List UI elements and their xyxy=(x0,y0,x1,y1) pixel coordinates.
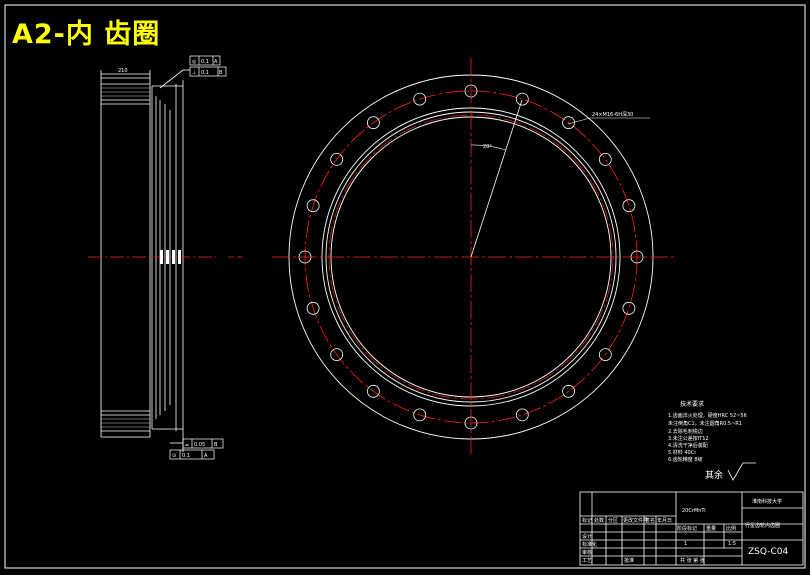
drawing-border xyxy=(4,4,806,569)
note-line-2: 2.去除毛刺锐边 xyxy=(668,428,703,435)
tb-header-2: 分区 xyxy=(608,517,618,524)
angle-arc xyxy=(470,144,507,151)
angle-label: 20° xyxy=(483,144,492,150)
bolt-hole xyxy=(306,301,320,315)
drawing-title: A2-内 齿圈 xyxy=(12,19,161,50)
tb-weight-label: 重量 xyxy=(706,525,716,532)
bolt-hole xyxy=(306,199,320,213)
tb-standard: 标准化 xyxy=(582,541,597,548)
side-dim-marks xyxy=(160,250,181,264)
note-line-0: 1.齿面淬火处理，硬度HRC 52~56 xyxy=(668,412,747,419)
gdt-bottom-value: 0.05 xyxy=(194,442,205,448)
bolt-hole xyxy=(330,152,344,166)
gdt-top-value: 0.1 xyxy=(201,59,209,65)
tb-header-1: 处数 xyxy=(594,517,604,524)
tb-company: 淮南科技大学 xyxy=(752,498,782,505)
gdt-top-symbol: ◎ xyxy=(192,59,197,65)
bolt-hole xyxy=(413,408,427,422)
gdt-frame-top xyxy=(189,55,227,77)
tb-drawing-no: ZSQ-C04 xyxy=(748,547,788,557)
tb-material: 20CrMnTi xyxy=(682,508,706,514)
tb-checker: 审核 xyxy=(582,549,592,556)
gdt-top-datum: A xyxy=(214,59,218,65)
gdt-bottom-datum: B xyxy=(214,442,218,448)
roughness-symbol xyxy=(727,462,756,481)
angle-leader xyxy=(470,99,523,258)
bolt-hole xyxy=(562,384,575,398)
gdt-second-datum: B xyxy=(219,70,223,76)
bolt-hole xyxy=(330,348,344,362)
tb-header-5: 年月日 xyxy=(657,517,672,524)
gdt-second-symbol: ⊥ xyxy=(192,70,196,76)
bolt-hole xyxy=(622,199,636,213)
bolt-hole xyxy=(598,152,612,166)
bolt-holes xyxy=(298,84,644,430)
tb-header-0: 标记 xyxy=(582,517,592,524)
gdt-frame-bottom xyxy=(169,438,224,460)
bolt-hole xyxy=(598,348,612,362)
tb-scale: 1:5 xyxy=(728,541,736,547)
bolt-hole xyxy=(562,116,575,130)
note-line-5: 5.材料 40Cr xyxy=(668,449,697,456)
top-dimension: 210 xyxy=(118,68,128,74)
gdt-bottom2-symbol: ⊙ xyxy=(172,453,176,459)
notes-heading: 技术要求 xyxy=(680,400,704,408)
tb-designer: 设计 xyxy=(582,533,592,540)
side-view xyxy=(100,69,190,452)
tb-part-name: 行星齿轮内齿圈 xyxy=(745,522,780,529)
title-block xyxy=(579,491,804,566)
gdt-bottom-symbol: ⌓ xyxy=(185,442,189,448)
gdt-second-value: 0.1 xyxy=(201,70,209,76)
tb-sheet-label: 共 张 第 张 xyxy=(680,557,705,564)
bolt-hole xyxy=(413,92,427,106)
tb-quantity: 1 xyxy=(684,541,687,547)
note-line-3: 3.未注公差按IT12 xyxy=(668,435,709,442)
hole-leader xyxy=(567,117,591,125)
hole-callout: 24×M16-6H深30 xyxy=(592,111,633,118)
roughness-label: 其余 xyxy=(705,469,723,481)
tb-header-3: 更改文件号 xyxy=(623,517,648,524)
gdt-bottom2-datum: A xyxy=(204,453,208,459)
note-line-1: 未注倒角C1，未注圆角R0.5~R1 xyxy=(668,420,742,427)
note-line-6: 6.齿轮精度 8级 xyxy=(668,456,703,463)
tb-header-4: 签名 xyxy=(645,517,655,524)
gdt-bottom2-value: 0.1 xyxy=(182,453,190,459)
bolt-hole xyxy=(622,301,636,315)
tb-process: 工艺 xyxy=(582,558,592,564)
bolt-hole xyxy=(515,92,529,106)
bolt-hole xyxy=(515,408,529,422)
bolt-hole xyxy=(366,116,380,130)
teeth-hatch xyxy=(101,87,150,428)
bolt-hole xyxy=(366,384,380,398)
tb-approver: 批准 xyxy=(624,557,634,564)
note-line-4: 4.清洗干净后装配 xyxy=(668,442,708,449)
tb-ratio-label: 比例 xyxy=(726,525,736,532)
tb-stage-label: 阶段标记 xyxy=(677,525,697,532)
